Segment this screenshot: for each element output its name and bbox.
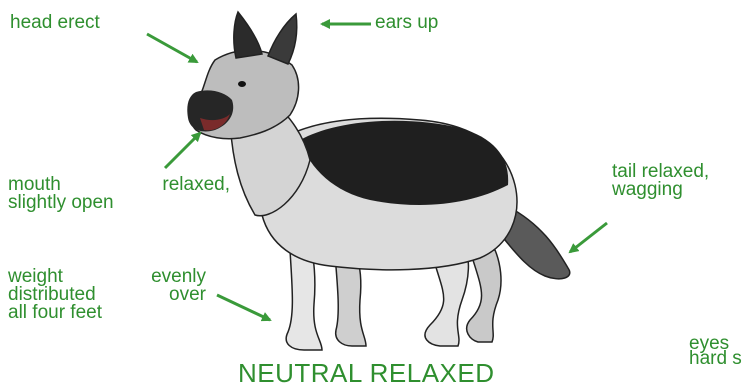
arrow-head bbox=[147, 34, 197, 62]
diagram-title: NEUTRAL RELAXED bbox=[238, 358, 495, 389]
label-mouth: mouth relaxed, slightly open bbox=[8, 176, 230, 212]
label-ears-line-1: ears up bbox=[375, 14, 438, 32]
label-ears: ears up bbox=[375, 14, 438, 32]
dog-front-leg-near bbox=[286, 250, 322, 350]
label-head-line-1: head erect bbox=[10, 14, 100, 32]
label-tail-line-2: wagging bbox=[612, 181, 709, 199]
dog-ear-left bbox=[234, 12, 262, 58]
label-weight: weight evenly distributed over all four … bbox=[8, 268, 206, 322]
label-tail: tail relaxed, wagging bbox=[612, 163, 709, 199]
label-eyes: eyes hard s bbox=[689, 336, 742, 366]
label-head: head erect bbox=[10, 14, 100, 32]
arrow-weight bbox=[217, 295, 270, 320]
label-weight-line-3: all four feet bbox=[8, 304, 206, 322]
dog-eye bbox=[238, 81, 246, 87]
dog-hind-leg-far bbox=[467, 250, 501, 342]
dog-ear-right bbox=[268, 14, 297, 64]
arrow-mouth bbox=[165, 133, 200, 168]
arrow-tail bbox=[570, 223, 607, 252]
label-mouth-line-2: slightly open bbox=[8, 194, 230, 212]
label-eyes-line-2: hard s bbox=[689, 351, 742, 366]
